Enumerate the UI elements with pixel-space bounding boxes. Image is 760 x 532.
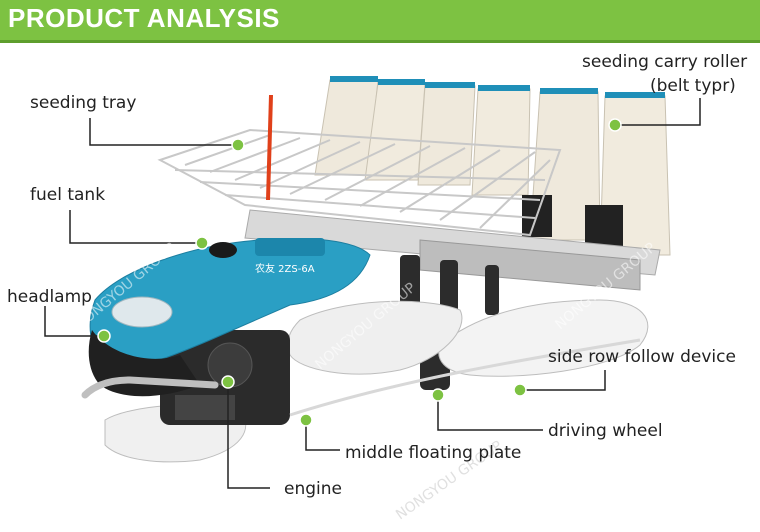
floating-plates <box>104 299 649 463</box>
leader-lines <box>44 98 701 489</box>
header-divider <box>0 40 760 43</box>
label-seeding-carry-roller-type: (belt typr) <box>650 76 736 96</box>
label-side-row-follow-device: side row follow device <box>548 347 736 367</box>
label-seeding-tray: seeding tray <box>30 93 137 113</box>
seeding-carry-roller-dot <box>608 118 622 132</box>
callout-dots <box>97 118 622 427</box>
label-seeding-carry-roller: seeding carry roller <box>582 52 748 72</box>
middle-floating-plate-dot <box>299 413 313 427</box>
label-fuel-tank: fuel tank <box>30 185 106 205</box>
fuel-tank-dot <box>195 236 209 250</box>
page-title: PRODUCT ANALYSIS <box>8 3 280 33</box>
handle-bar <box>81 376 219 399</box>
belt-line <box>289 338 641 417</box>
side-row-follow-dot <box>513 383 527 397</box>
marker-rod <box>266 94 273 201</box>
label-driving-wheel: driving wheel <box>548 421 663 441</box>
seedling-trays <box>314 76 671 256</box>
header-banner: PRODUCT ANALYSIS <box>0 0 760 40</box>
label-middle-floating-plate: middle floating plate <box>345 443 522 463</box>
seeding-tray-dot <box>231 138 245 152</box>
label-headlamp: headlamp <box>7 287 92 307</box>
engine-dot <box>221 375 235 389</box>
driving-wheel-dot <box>431 388 445 402</box>
label-engine: engine <box>284 479 342 499</box>
headlamp-dot <box>97 329 111 343</box>
machine-badge: 农友 2ZS-6A <box>255 262 315 275</box>
wire-rack <box>157 128 562 237</box>
